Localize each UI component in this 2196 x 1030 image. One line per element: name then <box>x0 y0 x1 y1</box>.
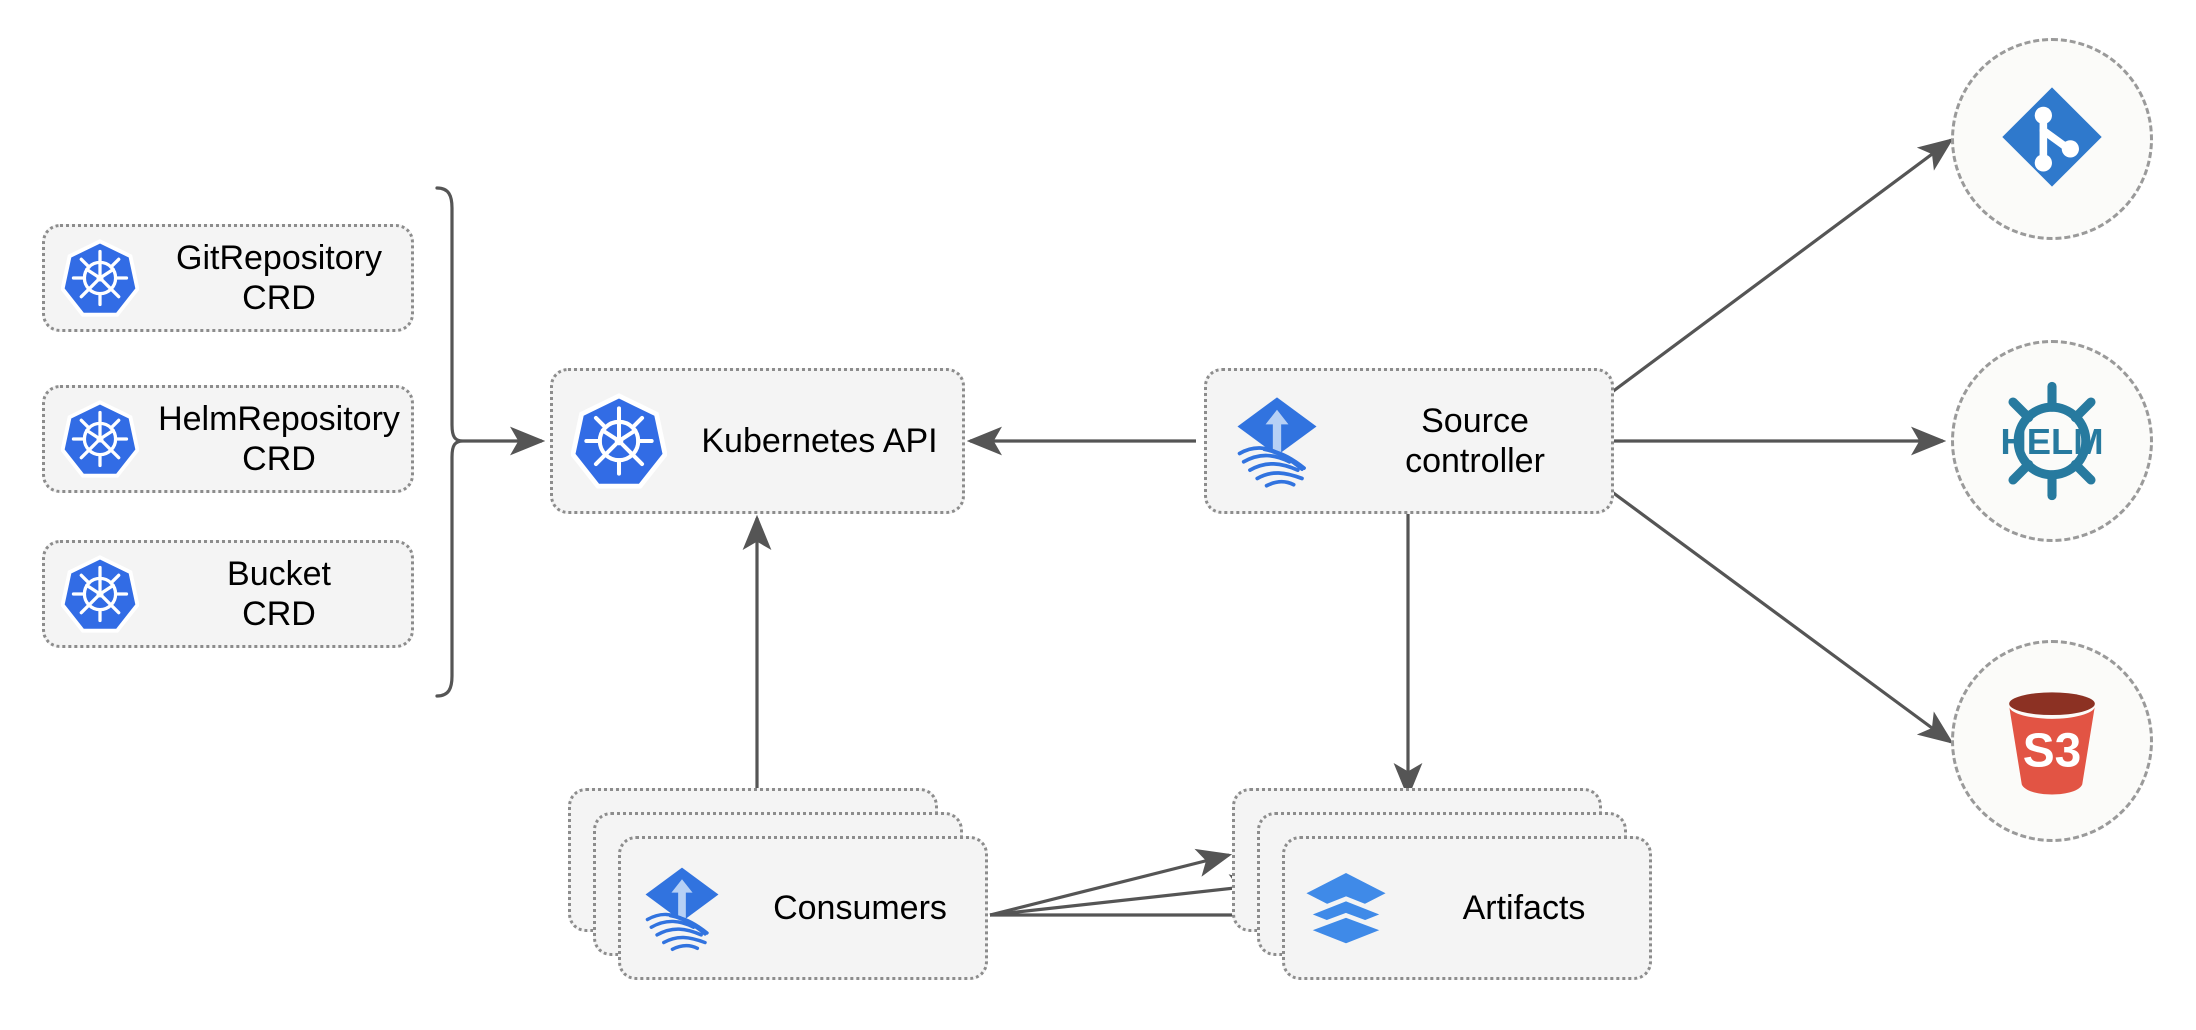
kubernetes-icon <box>45 555 155 633</box>
artifacts-label: Artifacts <box>1462 888 1586 927</box>
source-controller-node[interactable]: Source controller <box>1204 368 1614 514</box>
crd-node-gitrepository[interactable]: GitRepository CRD <box>42 224 414 332</box>
kubernetes-icon <box>553 393 685 489</box>
layers-icon <box>1285 862 1407 954</box>
s3-icon: S3 <box>1989 676 2115 807</box>
edge-source-controller-to-s3 <box>1607 487 1954 744</box>
edge-consumers-to-artifacts-1 <box>989 848 1233 917</box>
crd-group-brace <box>435 186 464 698</box>
s3-label: S3 <box>2023 724 2082 777</box>
git-source-circle[interactable] <box>1951 38 2153 240</box>
crd-label: Bucket CRD <box>227 554 331 633</box>
helm-label: HELM <box>2000 421 2103 462</box>
flux-icon <box>621 860 743 956</box>
consumers-label: Consumers <box>773 888 947 927</box>
crd-label: HelmRepository CRD <box>158 399 400 478</box>
flux-icon <box>1207 389 1347 493</box>
kubernetes-api-node[interactable]: Kubernetes API <box>550 368 965 514</box>
artifacts-node[interactable]: Artifacts <box>1282 836 1652 980</box>
git-icon <box>1998 83 2106 196</box>
edge-consumers-to-artifacts-2 <box>989 874 1266 917</box>
crd-node-helmrepository[interactable]: HelmRepository CRD <box>42 385 414 493</box>
kubernetes-icon <box>45 239 155 317</box>
crd-label: GitRepository CRD <box>176 238 382 317</box>
consumers-node[interactable]: Consumers <box>618 836 988 980</box>
edge-source-controller-to-git <box>1607 138 1954 397</box>
crd-node-bucket[interactable]: Bucket CRD <box>42 540 414 648</box>
helm-icon: HELM <box>1987 376 2117 506</box>
kubernetes-icon <box>45 400 155 478</box>
kubernetes-api-label: Kubernetes API <box>701 421 938 460</box>
source-controller-label: Source controller <box>1405 401 1545 480</box>
helm-source-circle[interactable]: HELM <box>1951 340 2153 542</box>
s3-source-circle[interactable]: S3 <box>1951 640 2153 842</box>
